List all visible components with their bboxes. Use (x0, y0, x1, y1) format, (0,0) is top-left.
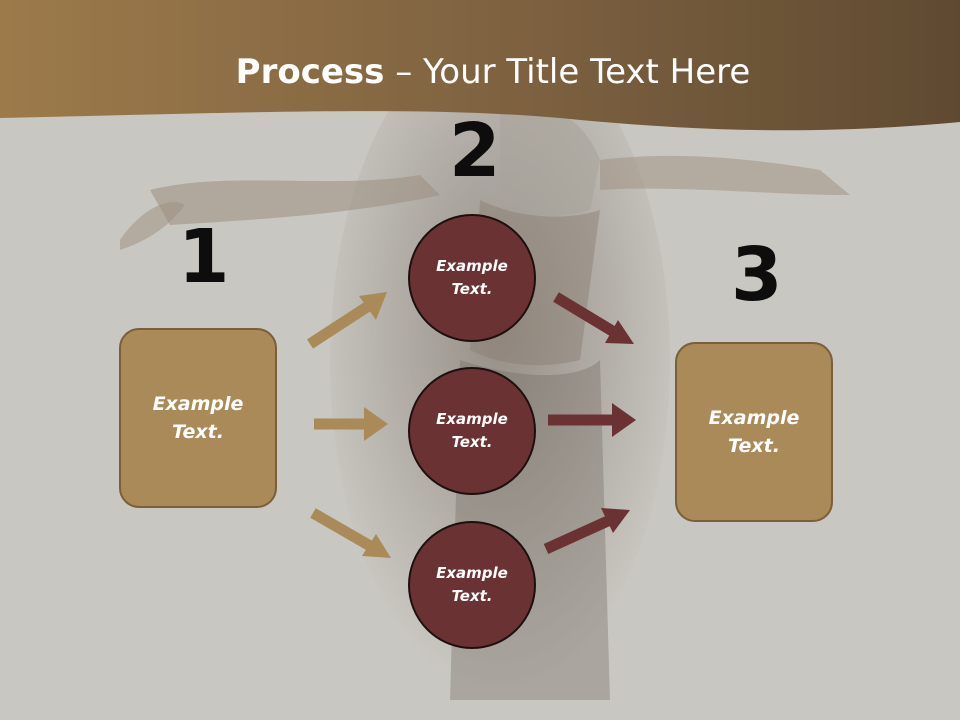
step-3-box: Example Text. (675, 342, 833, 522)
step-2-circle-3-text: Example Text. (436, 563, 508, 605)
step-2-circle-1-text: Example Text. (436, 256, 508, 298)
arrow-icon-1-to-2a (307, 292, 387, 349)
slide-title: Process – Your Title Text Here (0, 52, 960, 92)
step-2-circle-2: Example Text. (408, 367, 536, 495)
header-banner (0, 0, 960, 131)
step-2-circle-1: Example Text. (408, 214, 536, 342)
arrow-icon-1-to-2b (314, 407, 388, 441)
step-2-number: 2 (449, 108, 501, 194)
step-1-number: 1 (178, 214, 230, 300)
step-1-box: Example Text. (119, 328, 277, 508)
arrow-icon-2c-to-3 (543, 508, 630, 555)
title-dash: – (384, 52, 424, 92)
title-bold: Process (235, 52, 385, 92)
arrow-icon-2b-to-3 (548, 403, 636, 437)
arrow-icon-1-to-2c (310, 508, 391, 558)
step-3-text: Example Text. (708, 406, 800, 458)
arrow-icon-2a-to-3 (553, 292, 634, 344)
step-1-text: Example Text. (152, 392, 244, 444)
step-3-number: 3 (731, 232, 783, 318)
step-2-circle-3: Example Text. (408, 521, 536, 649)
title-rest: Your Title Text Here (423, 52, 751, 92)
step-2-circle-2-text: Example Text. (436, 409, 508, 451)
